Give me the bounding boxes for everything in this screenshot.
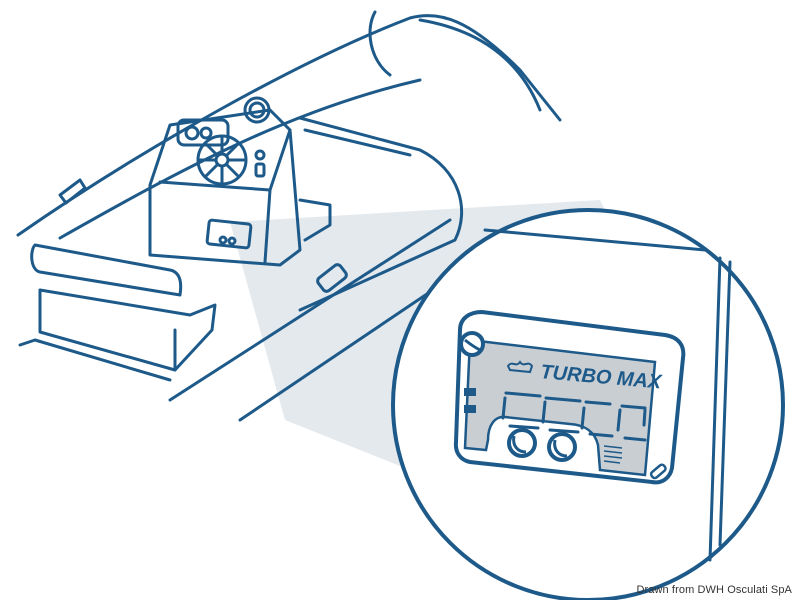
label-lines [603, 445, 623, 464]
left-handle [58, 178, 87, 205]
compass [243, 96, 271, 124]
hull-tube-outer [16, 14, 562, 237]
steering-spokes [198, 136, 246, 184]
console-edge-right-2 [718, 260, 732, 547]
console-side [263, 188, 272, 264]
small-panel-btn-1 [218, 235, 228, 245]
step-seat [298, 198, 332, 242]
compass-inner [248, 101, 266, 119]
bow-curve [418, 18, 542, 112]
gunwale-line-1 [168, 218, 452, 402]
dash-gauge-2 [199, 126, 213, 140]
vent-slot [649, 463, 667, 480]
small-panel-btn-2 [227, 236, 237, 246]
console-edge-top [483, 228, 707, 252]
floor-line [18, 338, 172, 382]
small-control-panel [205, 218, 253, 250]
display-digit-1 [501, 391, 542, 430]
display-digit-4 [616, 404, 647, 442]
device-screen [463, 338, 657, 477]
switch-1 [254, 149, 266, 161]
console-body [148, 108, 302, 267]
magnified-detail: TURBO MAX [391, 208, 785, 600]
display-digit-3 [580, 400, 614, 438]
side-handle [316, 263, 348, 293]
tube-segment [368, 10, 392, 77]
right-tube [298, 116, 464, 312]
image-credit: Drawn from DWH Osculati SpA [636, 584, 792, 596]
indicator-led-1 [464, 388, 476, 396]
seat-cushion [38, 288, 217, 372]
dash-gauge-1 [184, 125, 200, 141]
wave-logo-icon [506, 360, 534, 374]
seat-backrest [30, 243, 183, 297]
device-button-1[interactable] [507, 428, 537, 458]
right-tube-inner [303, 128, 412, 157]
console-edge-right-1 [708, 256, 722, 562]
display-digit-2 [541, 396, 582, 434]
switch-2 [254, 162, 266, 178]
indicator-led-2 [464, 405, 476, 413]
steering-wheel [196, 134, 248, 186]
